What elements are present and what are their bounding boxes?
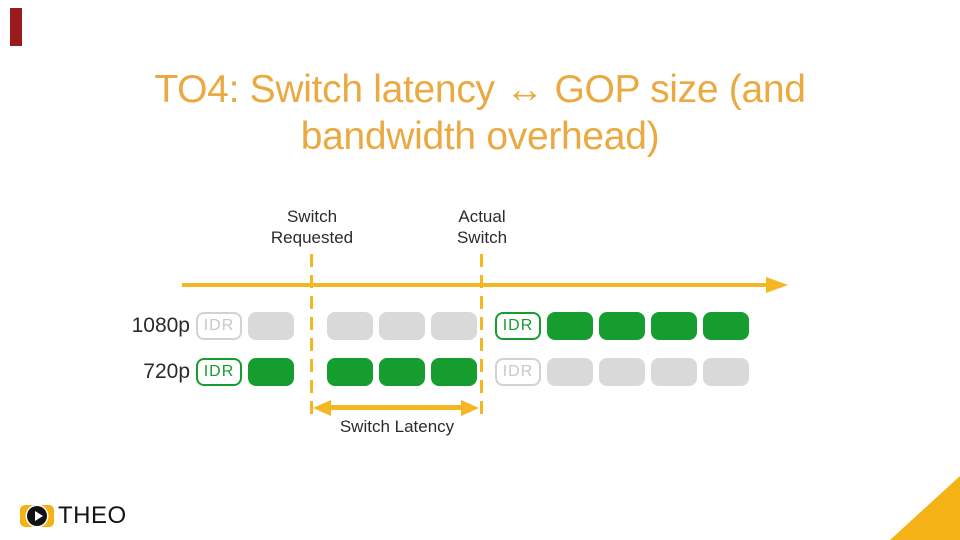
frame-block: [327, 312, 373, 340]
play-button-circle: [27, 506, 47, 526]
title-line-2: bandwidth overhead): [300, 115, 660, 158]
title-line-1: TO4: Switch latency ↔ GOP size (and: [154, 68, 806, 111]
theo-logo: THEO: [20, 502, 127, 529]
actual-switch-dashed-line: [480, 254, 483, 416]
switch-latency-arrow: [313, 399, 479, 416]
switch-latency-label: Switch Latency: [339, 417, 455, 436]
frame-block: [703, 358, 749, 386]
actual-switch-line-1: Actual: [458, 207, 506, 226]
frame-block: [327, 358, 373, 386]
switch-requested-dashed-line: [310, 254, 313, 416]
frame-block: [248, 312, 294, 340]
switch-requested-line-1: Switch: [286, 207, 338, 226]
timeline-arrowhead-icon: [766, 277, 788, 293]
arrow-shaft: [331, 405, 461, 410]
idr-frame-block: IDR: [495, 312, 541, 340]
corner-triangle-decoration: [890, 476, 960, 540]
frame-block: [651, 312, 697, 340]
actual-switch-line-2: Switch: [456, 228, 508, 247]
row-label-1080p: 1080p: [131, 314, 190, 337]
arrow-right-head-icon: [461, 399, 479, 416]
switch-requested-line-2: Requested: [270, 228, 354, 247]
frame-block: [599, 312, 645, 340]
idr-frame-block: IDR: [196, 358, 242, 386]
actual-switch-label: Actual Switch: [457, 206, 507, 248]
frame-block: [379, 312, 425, 340]
timeline-axis: [182, 283, 768, 287]
frame-block: [547, 358, 593, 386]
slide-title: TO4: Switch latency ↔ GOP size (and band…: [0, 66, 960, 160]
frame-block: [379, 358, 425, 386]
frame-row-720p: 720p IDR IDR: [120, 358, 749, 386]
frame-row-1080p: 1080p IDR IDR: [120, 312, 749, 340]
play-icon: [34, 511, 43, 521]
frame-block: [547, 312, 593, 340]
idr-frame-block: IDR: [196, 312, 242, 340]
brand-name: THEO: [58, 502, 127, 529]
frame-block: [431, 358, 477, 386]
switch-requested-label: Switch Requested: [271, 206, 353, 248]
row-label-720p: 720p: [143, 360, 190, 383]
idr-frame-block: IDR: [495, 358, 541, 386]
arrow-left-head-icon: [313, 399, 331, 416]
frame-block: [431, 312, 477, 340]
frame-block: [248, 358, 294, 386]
accent-bar: [10, 8, 22, 46]
theo-logo-mark: [20, 505, 54, 527]
frame-block: [599, 358, 645, 386]
frame-block: [703, 312, 749, 340]
frame-block: [651, 358, 697, 386]
